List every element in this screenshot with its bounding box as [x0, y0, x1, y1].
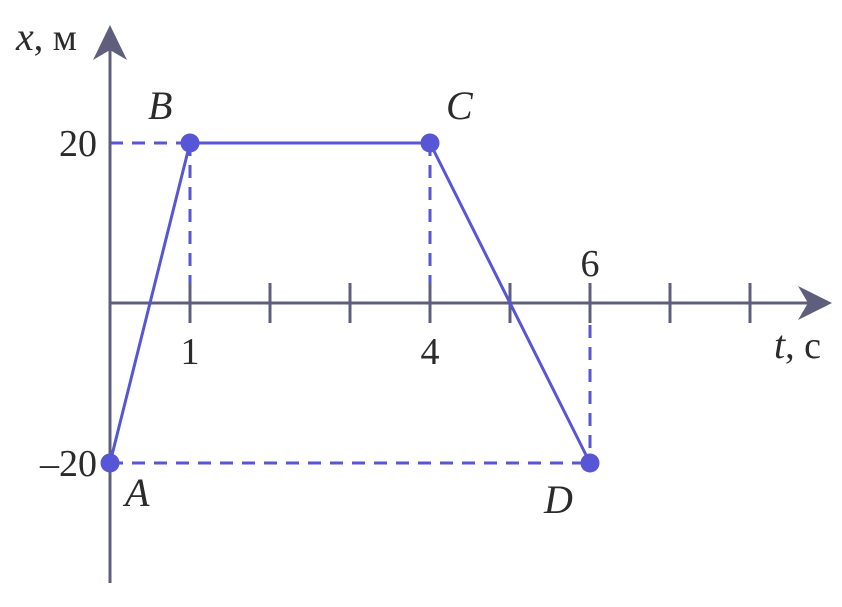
point-label-c: C — [446, 83, 474, 128]
labels: x, м t, с A B C D 1 4 6 20 –20 — [15, 14, 821, 522]
point-label-a: A — [122, 470, 150, 515]
axes — [93, 25, 832, 583]
guide-lines — [110, 141, 592, 465]
x-axis-label: t, с — [774, 322, 821, 367]
x-tick-label: 6 — [581, 243, 600, 285]
point-label-b: B — [148, 83, 172, 128]
point-b — [180, 133, 200, 153]
y-axis-arrow-icon — [93, 25, 127, 60]
point-c — [420, 133, 440, 153]
point-d — [580, 453, 600, 473]
y-tick-label: 20 — [59, 123, 97, 165]
point-a — [100, 453, 120, 473]
y-axis-label: x, м — [15, 14, 77, 59]
y-tick-label: –20 — [39, 443, 97, 485]
x-axis-arrow-icon — [798, 286, 832, 320]
x-tick-label: 4 — [421, 331, 440, 373]
series-line — [108, 141, 592, 464]
x-tick-label: 1 — [181, 331, 200, 373]
series — [100, 133, 600, 473]
point-label-d: D — [543, 477, 573, 522]
